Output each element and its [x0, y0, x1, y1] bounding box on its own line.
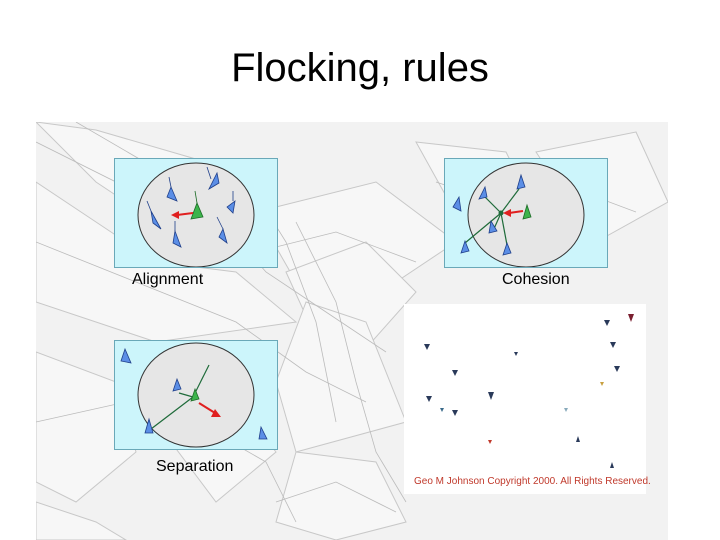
flocking-simulation-snapshot — [404, 304, 646, 494]
separation-diagram — [114, 340, 278, 450]
alignment-label: Alignment — [132, 271, 204, 288]
cohesion-diagram — [444, 158, 608, 268]
cohesion-label: Cohesion — [502, 271, 570, 288]
simulation-copyright: Geo M Johnson Copyright 2000. All Rights… — [414, 476, 651, 487]
slide-title: Flocking, rules — [231, 46, 489, 90]
background-wireframe — [36, 122, 668, 540]
separation-label: Separation — [156, 458, 234, 475]
alignment-diagram — [114, 158, 278, 268]
